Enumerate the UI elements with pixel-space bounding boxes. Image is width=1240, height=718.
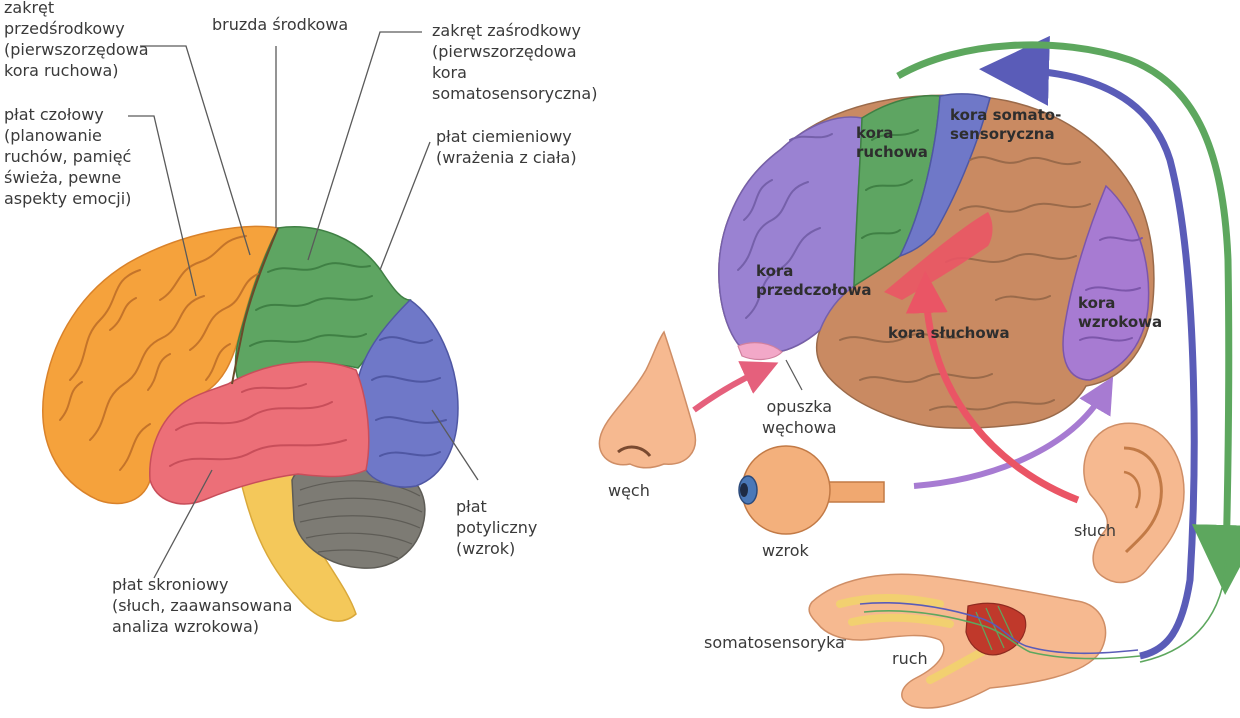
hand-muscle — [965, 602, 1027, 656]
sight-arrow — [913, 376, 1114, 489]
left-leader-lines — [128, 31, 479, 579]
hand-illustration — [808, 573, 1141, 709]
hearing-arrow — [905, 271, 1080, 504]
olfactory-bulb — [737, 342, 783, 361]
label-visual-cortex: kora wzrokowa — [1078, 294, 1163, 331]
label-prefrontal-cortex: kora przedczołowa — [756, 262, 872, 299]
smell-arrow — [692, 361, 779, 413]
label-olfactory-bulb: opuszka węchowa — [762, 397, 837, 437]
label-temporal-lobe: płat skroniowy (słuch, zaawansowana anal… — [112, 575, 293, 636]
eye-illustration — [738, 445, 885, 535]
label-precentral-gyrus: zakręt przedśrodkowy (pierwszorzędowa ko… — [4, 0, 149, 80]
ear-illustration — [1083, 422, 1185, 584]
somatosensory-arrow — [979, 35, 1198, 660]
left-brain — [42, 225, 459, 622]
label-sight: wzrok — [762, 541, 809, 560]
label-somatosensory: somatosensoryka — [704, 633, 845, 652]
pathway-arrows — [692, 35, 1240, 663]
label-occipital-lobe: płat potyliczny (wzrok) — [456, 497, 538, 558]
label-frontal-lobe: płat czołowy (planowanie ruchów, pamięć … — [4, 105, 132, 208]
frontal-lobe — [42, 225, 280, 505]
label-smell: węch — [608, 481, 650, 500]
occipital-lobe-left — [357, 299, 459, 488]
label-auditory-cortex: kora słuchowa — [888, 324, 1010, 342]
label-hearing: słuch — [1074, 521, 1116, 540]
temporal-lobe-left — [149, 361, 370, 505]
label-movement: ruch — [892, 649, 928, 668]
label-postcentral-gyrus: zakręt zaśrodkowy (pierwszorzędowa kora … — [432, 21, 598, 103]
label-motor-cortex: kora ruchowa — [856, 124, 928, 161]
movement-arrow — [896, 41, 1240, 595]
central-sulcus-line — [231, 227, 279, 385]
nose-illustration — [598, 330, 697, 469]
label-parietal-lobe: płat ciemieniowy (wrażenia z ciała) — [436, 127, 577, 167]
label-central-sulcus: bruzda środkowa — [212, 15, 349, 34]
label-somatosensory-cortex: kora somato- sensoryczna — [950, 106, 1062, 143]
right-brain — [718, 93, 1155, 429]
